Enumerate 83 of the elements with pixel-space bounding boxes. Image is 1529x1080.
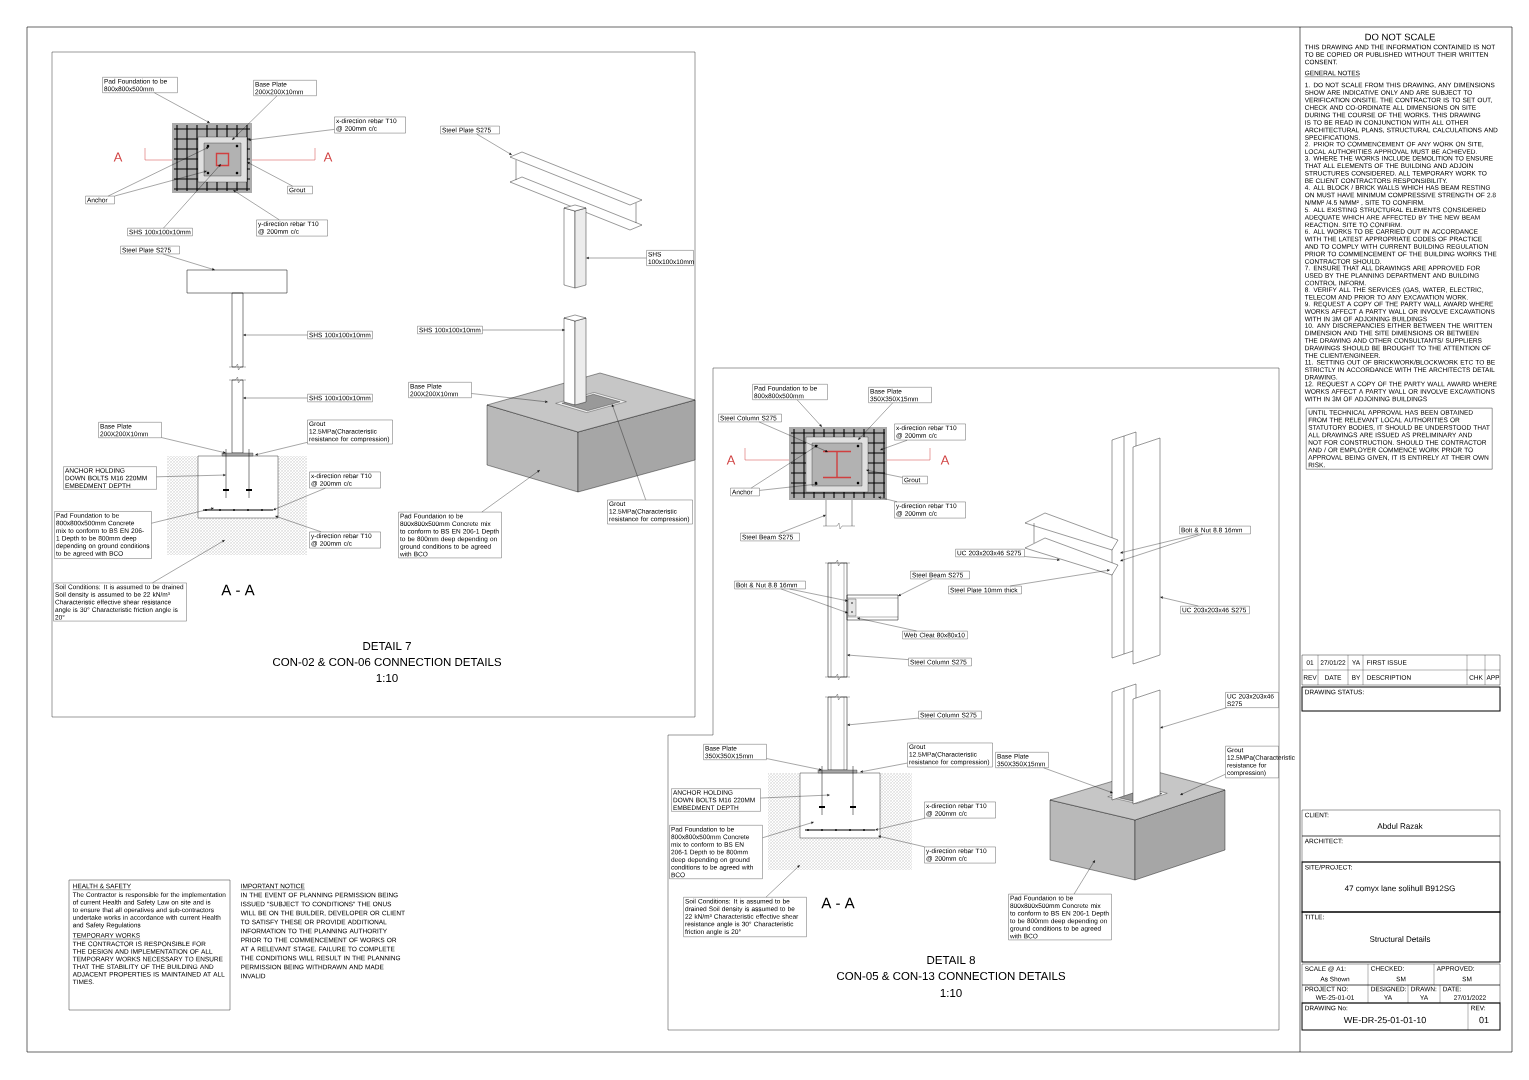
- section-letter: A: [323, 152, 333, 162]
- leader-line: [161, 437, 226, 454]
- leader-line: [866, 469, 903, 478]
- leader-line: [759, 421, 828, 452]
- leader-line: [248, 129, 335, 141]
- leader-line: [1160, 596, 1199, 607]
- detail-title: DETAIL 8: [927, 955, 975, 965]
- section-letter: A: [726, 455, 736, 465]
- field-value: WE-DR-25-01-01-10: [1343, 1016, 1426, 1024]
- field-value: Structural Details: [1369, 936, 1431, 942]
- leader-line: [233, 190, 280, 220]
- leader-line: [255, 442, 308, 456]
- leader-line: [878, 835, 925, 847]
- detail-title: CON-05 & CON-13 CONNECTION DETAILS: [837, 971, 1066, 981]
- section-title: A - A: [221, 584, 255, 596]
- plan-view-drawing: [172, 123, 252, 193]
- section-letter: A: [940, 455, 950, 465]
- leader-line: [789, 588, 848, 602]
- leader-line: [797, 399, 822, 427]
- leader-line: [857, 617, 917, 632]
- leader-line: [482, 328, 565, 332]
- leader-line: [247, 162, 293, 187]
- leader-line: [481, 470, 540, 513]
- leader-line: [275, 515, 322, 532]
- leader-line: [1010, 569, 1110, 587]
- leader-line: [760, 794, 830, 799]
- leader-line: [880, 440, 908, 451]
- isometric-view-drawing: [509, 151, 643, 289]
- leader-line: [878, 496, 898, 502]
- leader-line: [1160, 707, 1227, 729]
- leader-line: [586, 256, 647, 260]
- leader-line: [759, 483, 818, 491]
- leader-line: [751, 445, 818, 489]
- leader-line: [471, 393, 548, 403]
- scale-text: 1:10: [940, 988, 962, 998]
- field-value: 01: [1479, 1016, 1489, 1024]
- leader-line: [1073, 860, 1095, 895]
- leader-line: [162, 253, 215, 271]
- leader-line: [858, 402, 893, 440]
- leader-line: [898, 578, 933, 596]
- detail-title: DETAIL 7: [363, 642, 411, 650]
- leader-line: [762, 821, 814, 838]
- scale-text: 1:10: [376, 673, 398, 683]
- leader-line: [108, 147, 209, 197]
- leader-line: [1180, 774, 1226, 795]
- leader-line: [847, 717, 919, 726]
- isometric-view-drawing: [1049, 683, 1226, 881]
- leader-line: [611, 404, 646, 500]
- section-view-drawing: [799, 765, 881, 839]
- isometric-view-drawing: [486, 314, 696, 493]
- leader-line: [156, 474, 226, 477]
- leader-line: [232, 95, 278, 140]
- leader-line: [163, 164, 221, 229]
- section-letter: A: [113, 152, 123, 162]
- leader-line: [766, 758, 822, 771]
- leader-line: [860, 762, 908, 773]
- section-view-drawing: [824, 693, 851, 771]
- leader-line: [780, 515, 826, 534]
- leader-line: [1120, 533, 1199, 554]
- section-view-drawing: [197, 448, 279, 519]
- elevation-view-drawing: [824, 559, 899, 681]
- leader-line: [1024, 556, 1060, 561]
- field-value: 47 comyx lane solihull B912SG: [1344, 885, 1455, 893]
- section-view-drawing: [186, 269, 288, 454]
- detail-title: CON-02 & CON-06 CONNECTION DETAILS: [273, 657, 502, 667]
- leader-line: [154, 92, 210, 123]
- leader-line: [875, 818, 926, 831]
- leader-line: [847, 654, 909, 660]
- section-title: A - A: [821, 897, 855, 909]
- leader-line: [1043, 767, 1113, 794]
- leader-line: [152, 540, 225, 583]
- leader-line: [114, 170, 207, 197]
- leader-line: [243, 396, 308, 400]
- leader-line: [273, 488, 326, 510]
- leader-line: [151, 507, 214, 524]
- leader-line: [243, 333, 308, 337]
- plan-view-drawing: [789, 427, 887, 530]
- leader-line: [1120, 533, 1203, 562]
- leader-line: [476, 133, 512, 155]
- isometric-view-drawing: [1024, 431, 1161, 665]
- field-value: Abdul Razak: [1377, 823, 1423, 829]
- leader-line: [781, 588, 848, 614]
- warning-heading: DO NOT SCALE: [1365, 33, 1435, 41]
